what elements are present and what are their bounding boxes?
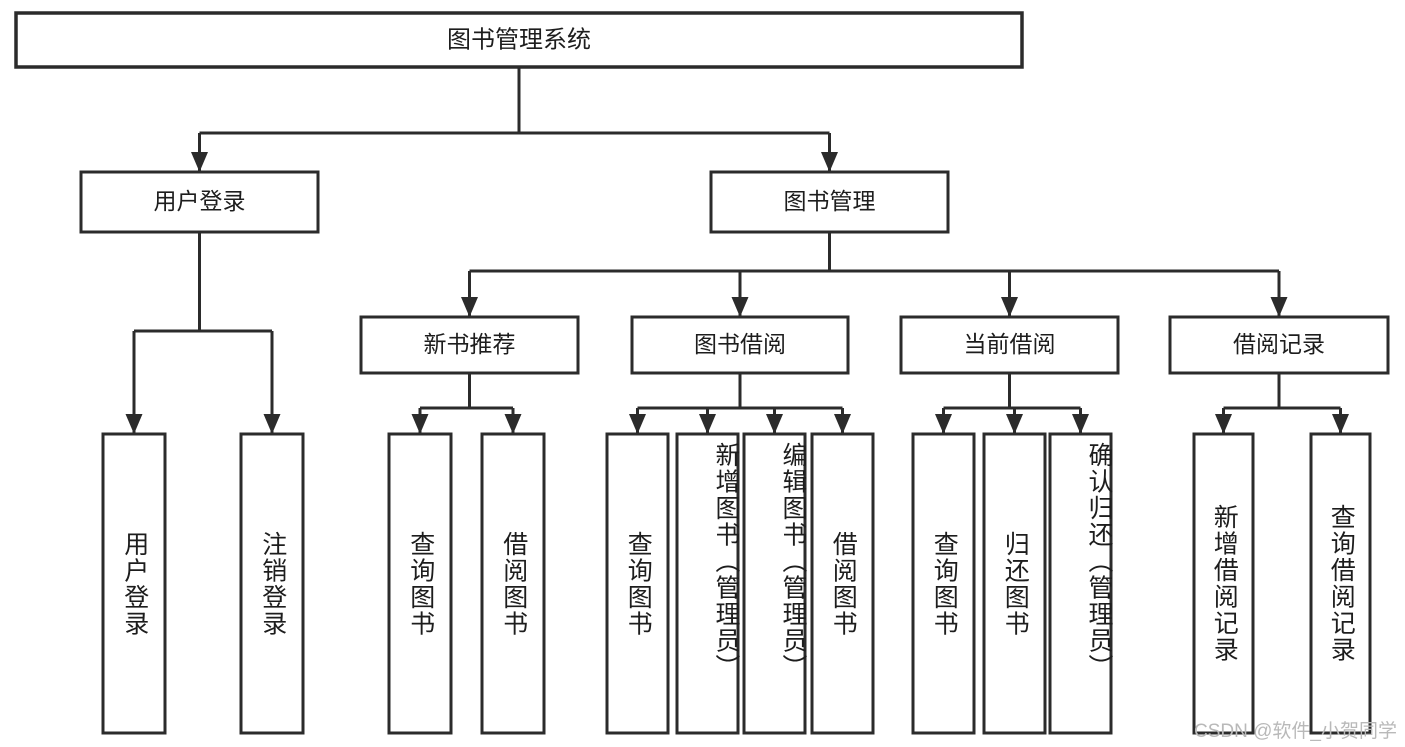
node-box-leaf-query-book-current[interactable] — [911, 432, 976, 735]
watermark: CSDN @软件_小贺同学 — [1194, 721, 1397, 742]
arrow-head-leaf-user-login — [125, 414, 143, 434]
arrow-head-user-login — [191, 152, 208, 172]
arrow-head-new-book-recommend — [461, 297, 478, 317]
node-box-user-login[interactable] — [79, 170, 320, 234]
node-box-leaf-query-record[interactable] — [1309, 432, 1372, 735]
node-box-leaf-borrow-book-recommend[interactable] — [480, 432, 546, 735]
node-label-new-book-recommend: 新书推荐 — [424, 331, 516, 357]
node-box-leaf-return-book[interactable] — [982, 432, 1047, 735]
node-label-root: 图书管理系统 — [447, 26, 591, 53]
arrow-head-leaf-confirm-return — [1072, 414, 1089, 434]
node-box-leaf-edit-book[interactable] — [742, 432, 807, 735]
node-box-book-manage[interactable] — [709, 170, 950, 234]
arrow-head-borrow-record — [1270, 297, 1288, 317]
arrow-head-leaf-add-book — [699, 414, 716, 434]
arrow-head-leaf-return-book — [1006, 414, 1023, 434]
node-box-leaf-logout[interactable] — [239, 432, 305, 735]
node-box-leaf-add-book[interactable] — [675, 432, 740, 735]
node-box-leaf-confirm-return[interactable] — [1048, 432, 1113, 735]
arrow-head-leaf-borrow-book — [834, 414, 851, 434]
arrow-head-leaf-edit-book — [766, 414, 783, 434]
node-box-current-borrow[interactable] — [899, 315, 1120, 375]
node-label-book-manage: 图书管理 — [784, 188, 876, 214]
node-label-borrow-record: 借阅记录 — [1233, 331, 1325, 357]
arrow-head-leaf-logout — [263, 414, 281, 434]
node-label-user-login: 用户登录 — [154, 188, 246, 214]
arrow-head-leaf-add-record — [1215, 414, 1232, 434]
node-box-leaf-user-login[interactable] — [101, 432, 167, 735]
node-box-leaf-borrow-book[interactable] — [810, 432, 875, 735]
node-box-borrow-record[interactable] — [1168, 315, 1390, 375]
connector-layer — [125, 67, 1349, 434]
node-label-current-borrow: 当前借阅 — [964, 331, 1056, 357]
node-box-leaf-query-book-borrow[interactable] — [605, 432, 670, 735]
node-box-new-book-recommend[interactable] — [359, 315, 580, 375]
arrow-head-leaf-query-record — [1332, 414, 1349, 434]
node-box-leaf-query-book-recommend[interactable] — [387, 432, 453, 735]
arrow-head-current-borrow — [1001, 297, 1018, 317]
node-box-leaf-add-record[interactable] — [1192, 432, 1255, 735]
arrow-head-book-manage — [821, 152, 838, 172]
arrow-head-leaf-query-book-recommend — [411, 414, 429, 434]
arrow-head-leaf-query-book-borrow — [629, 414, 646, 434]
node-label-book-borrow: 图书借阅 — [694, 331, 786, 357]
node-box-book-borrow[interactable] — [630, 315, 850, 375]
arrow-head-leaf-borrow-book-recommend — [504, 414, 522, 434]
arrow-head-book-borrow — [731, 297, 749, 317]
arrow-head-leaf-query-book-current — [935, 414, 952, 434]
node-box-root[interactable] — [14, 11, 1024, 69]
box-layer — [14, 11, 1390, 735]
